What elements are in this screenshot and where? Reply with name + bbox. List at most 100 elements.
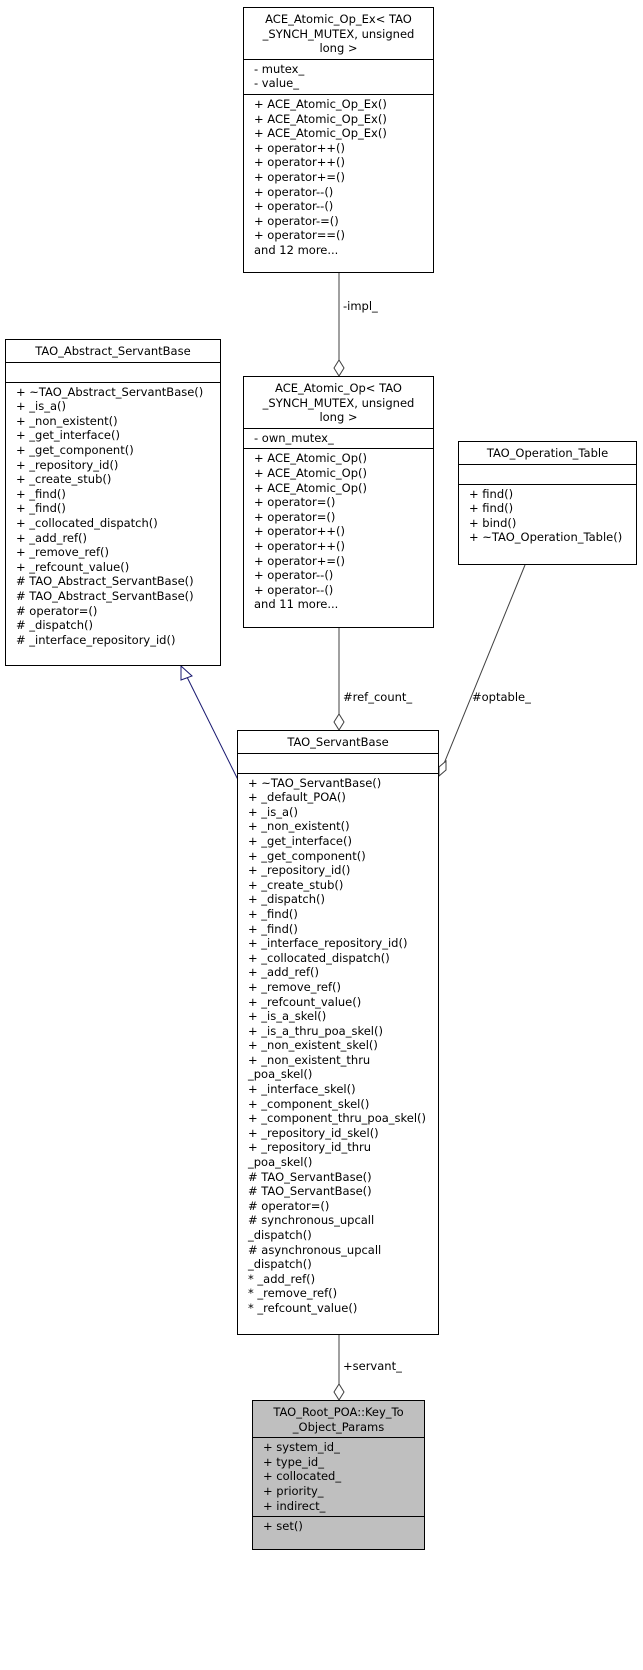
class-operation: + ACE_Atomic_Op_Ex() [254,111,387,126]
class-operation: # TAO_ServantBase() [248,1169,372,1184]
class-operation: + _refcount_value() [248,994,362,1009]
class-operation: # asynchronous_upcall [248,1242,382,1257]
impl-edge-label: -impl_ [343,299,378,313]
class-operation: + operator==() [254,228,345,243]
class-operation: + operator++() [254,538,345,553]
class-operation: + find() [469,486,514,501]
class-operations: + ACE_Atomic_Op()+ ACE_Atomic_Op()+ ACE_… [244,448,433,704]
servant-diamond [333,1383,345,1401]
class-operation: + _component_skel() [248,1096,370,1111]
class-operation: + _create_stub() [16,472,112,487]
ref-count-edge-label: #ref_count_ [343,690,413,704]
class-operation: + ACE_Atomic_Op_Ex() [254,96,387,111]
class-operation: + _repository_id() [248,863,351,878]
class-operation: + ACE_Atomic_Op() [254,451,368,466]
class-operation: and 12 more... [254,242,339,257]
class-operation: + operator++() [254,140,345,155]
servant-edge-label: +servant_ [343,1359,402,1373]
class-ace-atomic-op[interactable]: ACE_Atomic_Op< TAO_SYNCH_MUTEX, unsigned… [243,376,434,628]
class-title: TAO_Abstract_ServantBase [6,340,220,362]
class-operation: _dispatch() [248,1228,312,1242]
class-title-line: long > [319,410,358,425]
class-tao-abstract-servantbase[interactable]: TAO_Abstract_ServantBase + ~TAO_Abstract… [5,339,221,666]
class-tao-operation-table[interactable]: TAO_Operation_Table + find()+ find()+ bi… [458,441,637,565]
class-title-line: _Object_Params [292,1419,385,1434]
class-attribute: + type_id_ [263,1454,324,1469]
class-operation: _poa_skel() [248,1155,313,1170]
class-attribute: + system_id_ [263,1440,340,1455]
class-operation: + set() [263,1519,303,1534]
ref-count-diamond [333,713,345,731]
class-operation: + _repository_id_thru [248,1140,372,1155]
class-operation: + ~TAO_Abstract_ServantBase() [16,384,204,399]
class-title: TAO_Operation_Table [459,442,636,464]
class-operation: + _collocated_dispatch() [16,515,158,530]
class-operation: + _refcount_value() [16,559,130,574]
class-title-line: TAO_Operation_Table [486,446,609,460]
class-operation: + _non_existent() [16,413,118,428]
class-key-to-object-params[interactable]: TAO_Root_POA::Key_To_Object_Params + sys… [252,1400,425,1550]
class-operation: # _dispatch() [16,618,93,633]
class-operation: + operator=() [254,509,336,524]
class-operation: + bind() [469,515,517,530]
class-operation: * _remove_ref() [248,1286,338,1301]
class-title: ACE_Atomic_Op< TAO_SYNCH_MUTEX, unsigned… [244,377,433,428]
class-operation: # operator=() [16,603,98,618]
optable-edge [442,564,526,767]
class-title-line: long > [319,41,358,56]
class-operation: + _get_interface() [248,833,352,848]
class-attributes: - mutex_- value_ [244,58,433,94]
class-operation: + _collocated_dispatch() [248,950,390,965]
class-operations: + ~TAO_ServantBase()+ _default_POA()+ _i… [238,772,438,1382]
class-title-line: _SYNCH_MUTEX, unsigned [262,395,415,410]
class-title-line: ACE_Atomic_Op< TAO [275,381,402,395]
class-operation: * _add_ref() [248,1271,316,1286]
class-operations: + ~TAO_Abstract_ServantBase()+ _is_a()+ … [6,381,220,713]
class-operation: # _interface_repository_id() [16,632,176,647]
inheritance-arrowhead [180,664,193,681]
class-operation: + _is_a() [248,804,298,819]
class-operations: + find()+ find()+ bind()+ ~TAO_Operation… [459,483,636,612]
class-operation: + operator--() [254,199,334,214]
class-operation: + _repository_id_skel() [248,1125,379,1140]
class-operation: + _default_POA() [248,790,346,805]
class-operation: + operator--() [254,184,334,199]
class-attribute: - value_ [254,76,299,91]
class-ace-atomic-op-ex[interactable]: ACE_Atomic_Op_Ex< TAO_SYNCH_MUTEX, unsig… [243,7,434,273]
optable-diamond [438,759,447,778]
class-operation: + _is_a_skel() [248,1009,327,1024]
class-operation: + _non_existent_skel() [248,1038,378,1053]
class-operations: + ACE_Atomic_Op_Ex()+ ACE_Atomic_Op_Ex()… [244,93,433,364]
class-operation: + ~TAO_ServantBase() [248,775,382,790]
class-operation: # operator=() [248,1198,330,1213]
class-operation: + find() [469,501,514,516]
class-operation: + _find() [248,906,298,921]
class-attribute: - own_mutex_ [254,430,334,445]
class-operation: # TAO_Abstract_ServantBase() [16,574,194,589]
class-operation: + operator--() [254,568,334,583]
class-operation: # synchronous_upcall [248,1213,375,1228]
class-operation: + _is_a() [16,399,66,414]
class-title: TAO_Root_POA::Key_To_Object_Params [253,1401,424,1437]
class-title: ACE_Atomic_Op_Ex< TAO_SYNCH_MUTEX, unsig… [244,8,433,59]
class-operations: + set() [253,1516,424,1670]
class-tao-servantbase[interactable]: TAO_ServantBase + ~TAO_ServantBase()+ _d… [237,730,439,1335]
class-attribute: + indirect_ [263,1498,326,1513]
class-operation: + _add_ref() [16,530,88,545]
class-operation: + ACE_Atomic_Op() [254,465,368,480]
class-operation: + operator+=() [254,169,345,184]
class-operation: + _is_a_thru_poa_skel() [248,1023,383,1038]
class-operation: + _get_component() [248,848,366,863]
class-title-line: _SYNCH_MUTEX, unsigned [262,26,415,41]
class-operation: + ~TAO_Operation_Table() [469,530,623,545]
class-attribute: + collocated_ [263,1469,342,1484]
class-operation: + operator++() [254,524,345,539]
class-operation: # TAO_ServantBase() [248,1184,372,1199]
class-operation: + _find() [248,921,298,936]
class-operation: + _interface_skel() [248,1082,356,1097]
optable-edge-label: #optable_ [472,690,531,704]
class-attributes: - own_mutex_ [244,427,433,449]
class-operation: + _find() [16,501,66,516]
class-operation: + _find() [16,486,66,501]
class-operation: + _create_stub() [248,877,344,892]
